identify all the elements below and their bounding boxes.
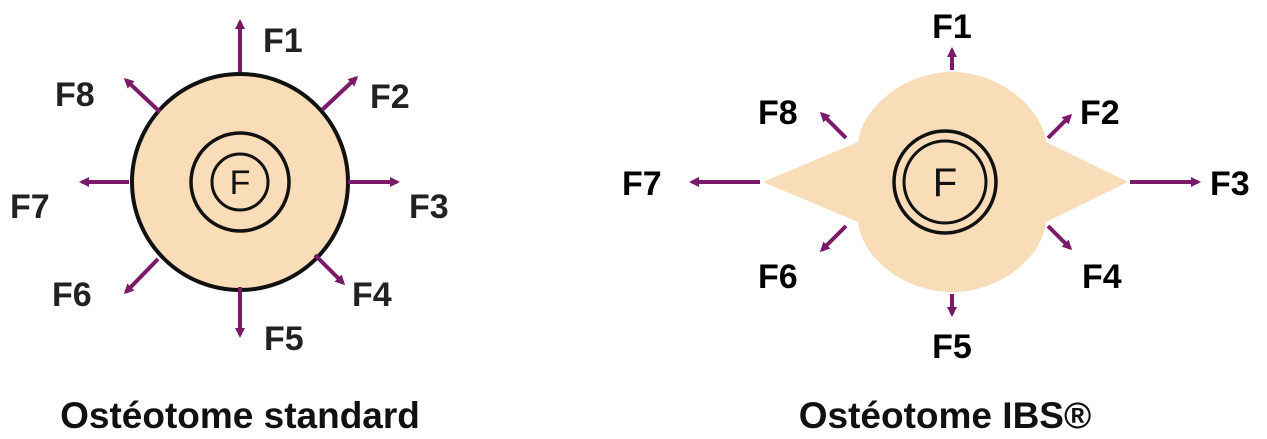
ibs-inner-ring [902,139,988,225]
ibs-label-f8: F8 [758,94,798,132]
standard-title: Ostéotome standard [60,395,420,436]
ibs-label-f6: F6 [758,258,798,296]
standard-center-label: F [230,164,251,202]
standard-label-f5: F5 [264,320,304,358]
ibs-outer-ring [892,129,998,235]
ibs-label-f2: F2 [1080,94,1120,132]
ibs-osteotome-panel: F F1 F2 F3 F4 F5 F6 F7 F8 Ostéotome IBS® [622,8,1250,436]
standard-label-f6: F6 [52,276,92,314]
ibs-arrow-f8 [819,111,848,140]
standard-arrow-f4 [313,253,346,286]
ibs-section-shape [763,72,1128,292]
standard-arrow-f8 [123,77,162,114]
ibs-label-f1: F1 [932,8,972,46]
ibs-label-f4: F4 [1082,258,1122,296]
standard-arrow-f2 [320,75,359,112]
standard-label-f3: F3 [409,188,449,226]
standard-outer-ring [189,131,291,233]
standard-label-f2: F2 [370,78,410,116]
ibs-arrow-f2 [1046,113,1073,140]
ibs-label-f5: F5 [932,328,972,366]
ibs-arrow-f4 [1046,224,1073,251]
ibs-label-f7: F7 [622,165,662,203]
standard-label-f7: F7 [10,188,50,226]
ibs-center-label: F [933,161,957,205]
standard-osteotome-panel: F F1 F2 F3 F4 F5 F6 F7 F8 Ostéotome stan… [10,19,449,436]
ibs-arrow-f6 [819,224,848,253]
standard-label-f4: F4 [352,276,392,314]
standard-inner-ring [210,152,270,212]
standard-label-f8: F8 [55,76,95,114]
standard-label-f1: F1 [263,22,303,60]
ibs-label-f3: F3 [1210,165,1250,203]
standard-arrow-f6 [123,257,160,295]
ibs-title: Ostéotome IBS® [799,395,1091,436]
